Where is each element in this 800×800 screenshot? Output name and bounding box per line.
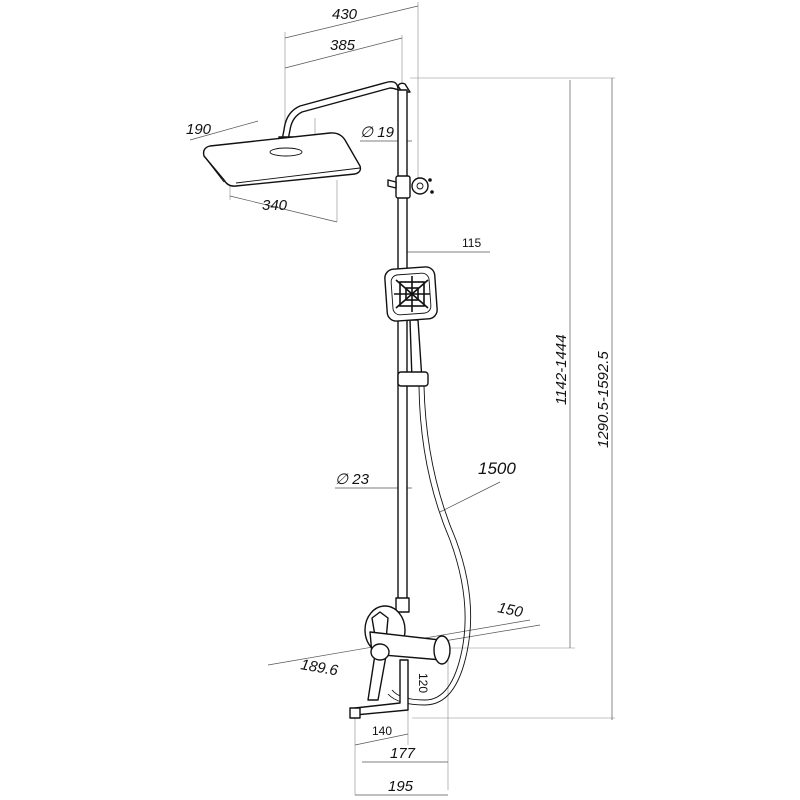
hose — [387, 385, 472, 706]
dim-hose-length: 1500 — [478, 459, 516, 478]
hand-shower — [384, 266, 438, 387]
dim-arm-reach: 385 — [330, 37, 356, 54]
dim-spout-reach: 177 — [390, 745, 416, 762]
dim-mixer-width: 189.6 — [299, 656, 340, 679]
dimension-lines — [189, 5, 613, 796]
dimension-labels: 430 385 190 340 ∅ 19 115 ∅ 23 1500 1142-… — [186, 6, 612, 795]
dim-head-width: 340 — [262, 197, 288, 214]
riser-pipe — [387, 89, 434, 613]
dim-riser-lower-diameter: ∅ 23 — [335, 471, 370, 488]
dim-total-reach: 195 — [388, 778, 414, 795]
dim-handshower-offset: 115 — [462, 236, 481, 250]
dim-height-range-mixer: 1142-1444 — [553, 334, 570, 405]
dim-spout-length: 140 — [372, 724, 392, 738]
dim-mixer-depth: 150 — [496, 599, 525, 621]
bath-mixer — [349, 605, 451, 719]
dim-head-depth: 190 — [186, 121, 212, 138]
dim-arm-total: 430 — [332, 6, 358, 23]
overhead-shower — [202, 80, 411, 187]
rain-shower-head — [202, 132, 362, 187]
dim-height-range-total: 1290.5-1592.5 — [595, 351, 612, 448]
dim-riser-upper-diameter: ∅ 19 — [360, 124, 395, 141]
dim-spout-height: 120 — [416, 673, 430, 693]
